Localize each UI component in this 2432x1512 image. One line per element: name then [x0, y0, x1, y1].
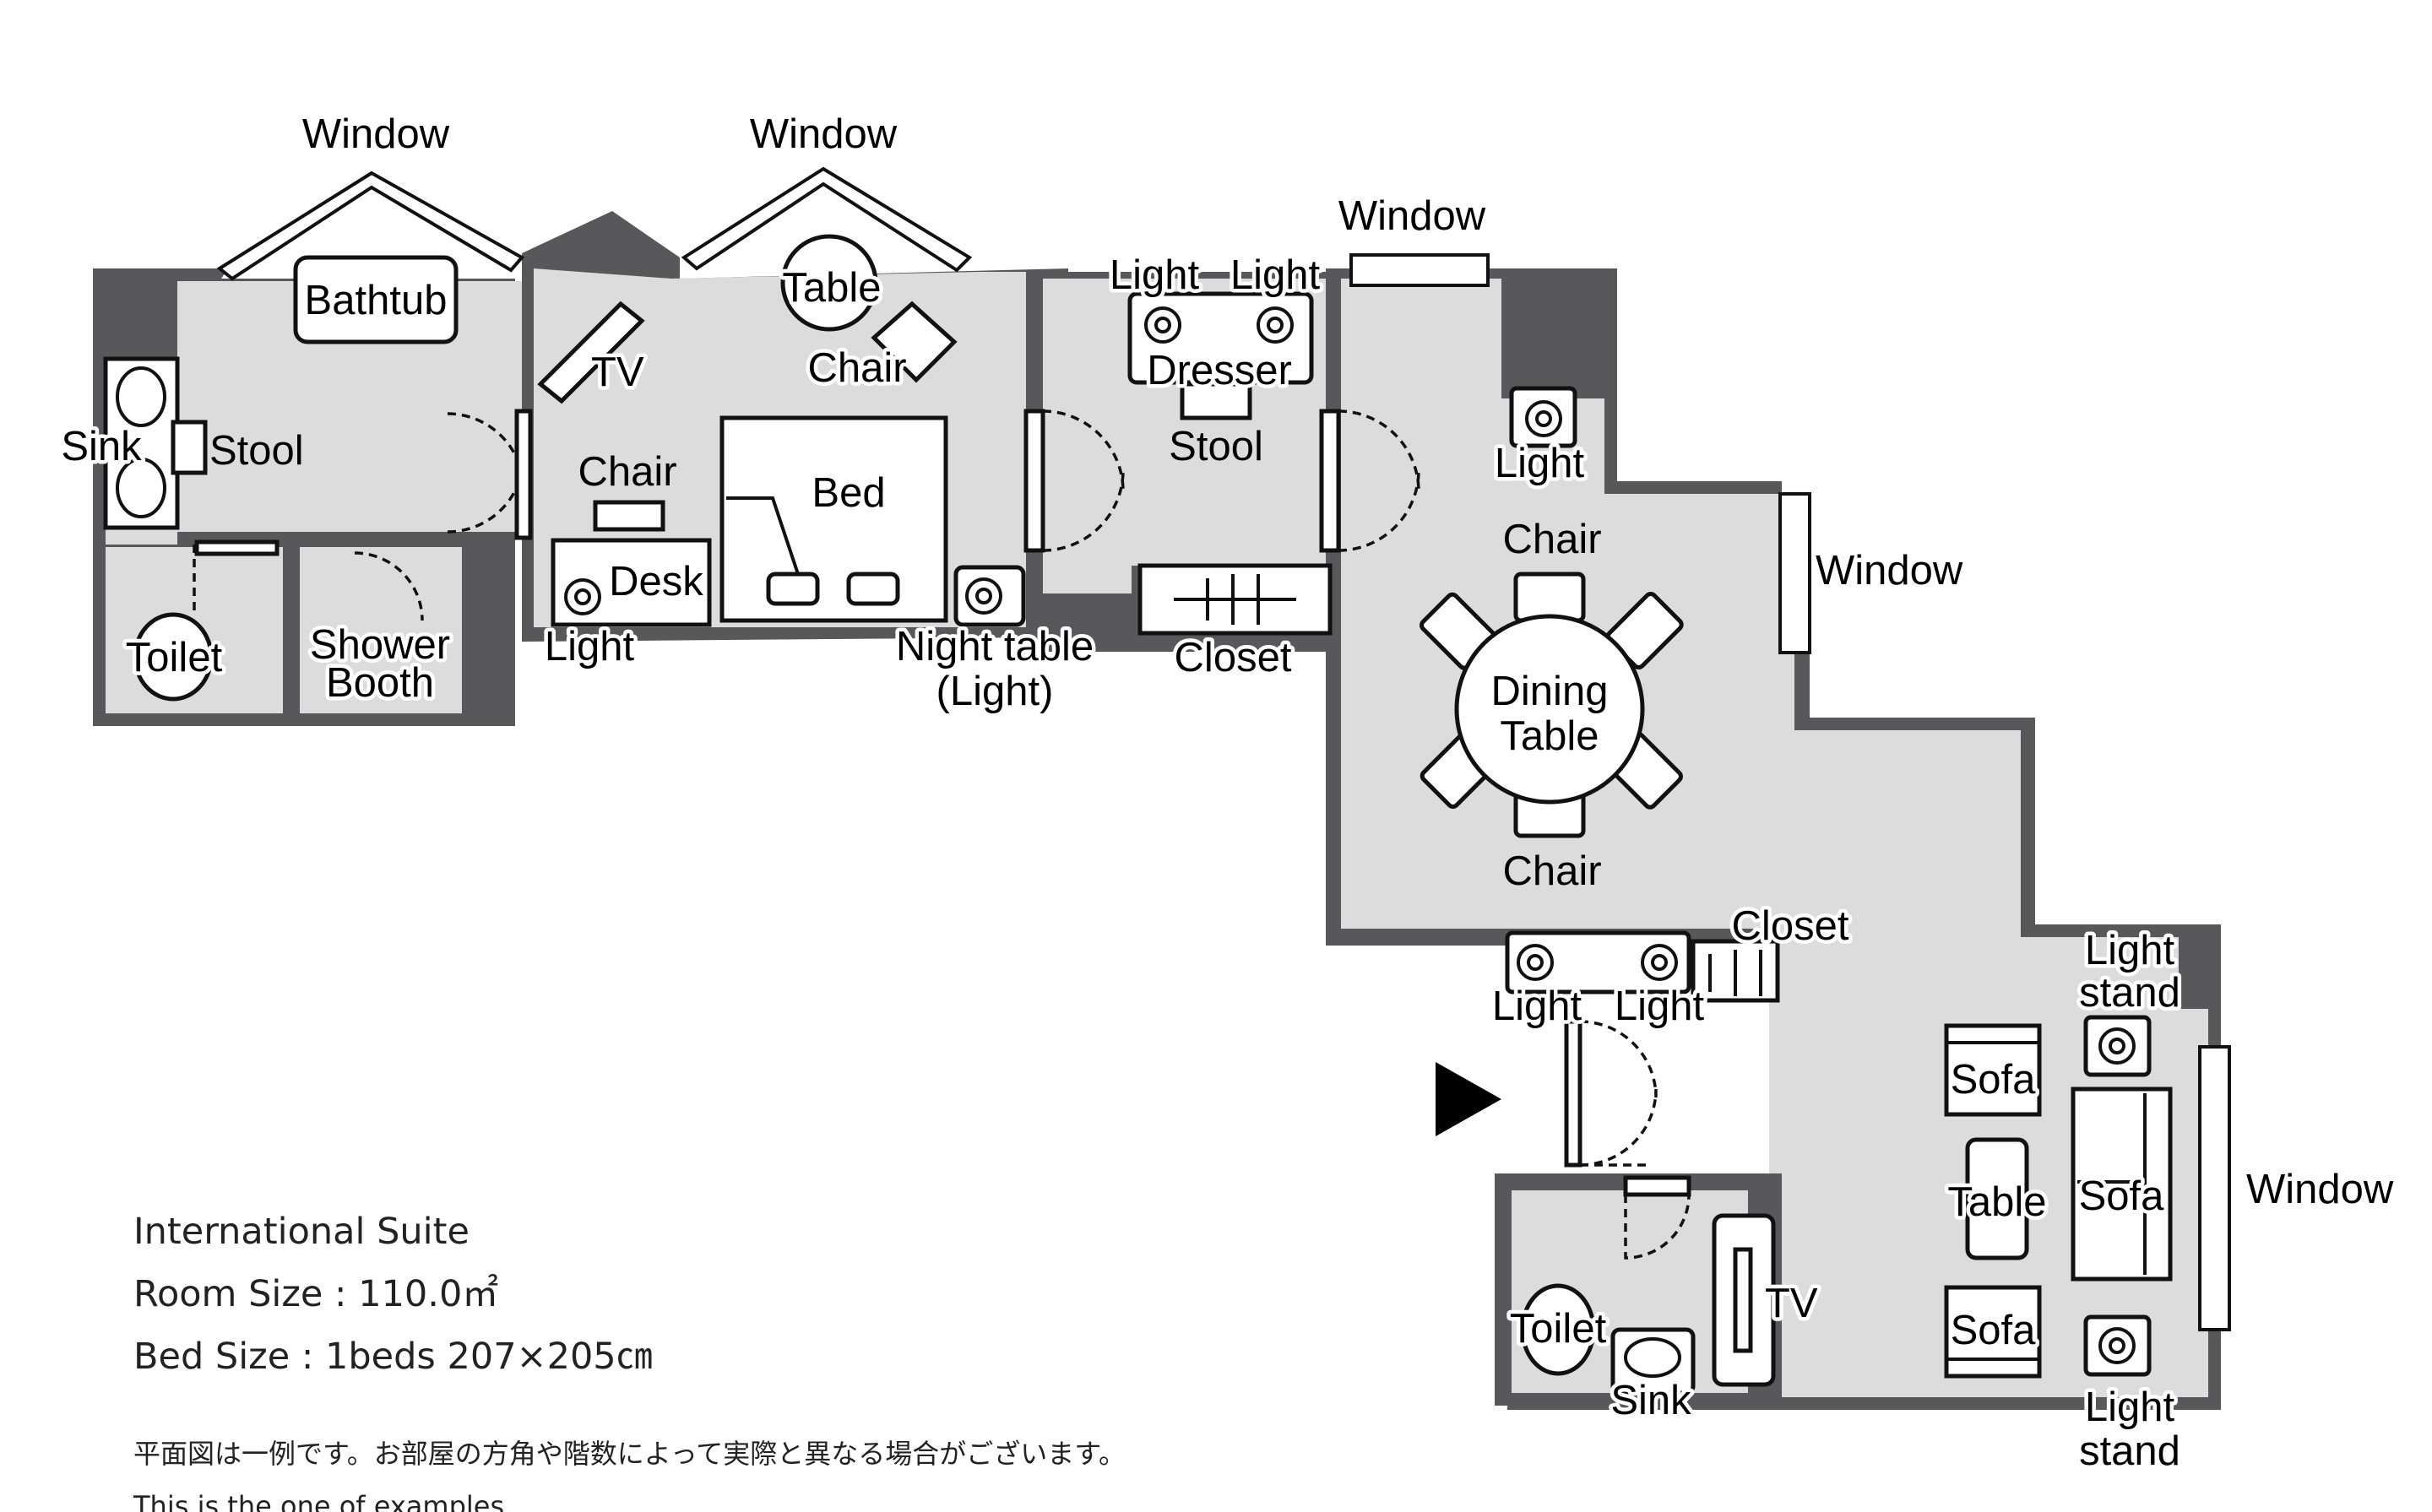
label-light-stand-bottom-2: stand — [2079, 1428, 2180, 1474]
stool-dresser — [1180, 382, 1252, 420]
label-closet-entry: Closet — [1732, 903, 1849, 949]
note-japanese: 平面図は一例です。お部屋の方角や階数によって実際と異なる場合がございます。 — [133, 1438, 1126, 1470]
label-sofa-top: Sofa — [1951, 1057, 2037, 1103]
chair-desk — [593, 500, 665, 532]
tv-bedroom — [537, 301, 645, 404]
label-sink-lower: Sink — [1610, 1378, 1691, 1423]
label-light-stand-top-1: Light — [2085, 928, 2175, 973]
room-info: International Suite Room Size : 110.0㎡ B… — [133, 1211, 1126, 1512]
label-shower-1: Shower — [310, 622, 450, 668]
label-chair-dining-bottom: Chair — [1502, 848, 1601, 894]
label-table-bedroom: Table — [782, 265, 881, 311]
windows — [216, 166, 2231, 1331]
label-light-dresser-left: Light — [1110, 252, 1200, 298]
label-window-bedroom: Window — [750, 111, 898, 157]
sofa-bottom — [1944, 1285, 2042, 1379]
label-closet-corridor: Closet — [1175, 635, 1292, 680]
label-night-table-light: (Light) — [936, 669, 1054, 714]
toilet-bath — [133, 612, 214, 702]
room-size: Room Size : 110.0㎡ — [133, 1273, 498, 1315]
label-chair-bedroom: Chair — [807, 345, 906, 391]
label-table-living: Table — [1947, 1179, 2046, 1225]
room-name: International Suite — [133, 1211, 470, 1253]
bed — [719, 415, 948, 623]
label-toilet-bath: Toilet — [126, 635, 223, 680]
label-chair-desk: Chair — [578, 449, 676, 495]
label-light-stand-bottom-1: Light — [2085, 1385, 2175, 1430]
label-light-entry-right: Light — [1615, 984, 1705, 1029]
sofa-right — [2071, 1087, 2173, 1282]
label-toilet-lower: Toilet — [1510, 1306, 1607, 1352]
note-english: This is the one of examples. — [133, 1490, 513, 1512]
label-window-bath: Window — [302, 111, 450, 157]
label-window-living: Window — [2246, 1167, 2394, 1212]
label-night-table: Night table — [896, 624, 1094, 669]
label-light-dresser-right: Light — [1230, 252, 1321, 298]
label-stool-bath: Stool — [209, 428, 304, 474]
light-stand-bottom — [2083, 1314, 2152, 1377]
label-bathtub: Bathtub — [305, 278, 448, 323]
label-desk: Desk — [609, 559, 703, 604]
label-stool-dresser: Stool — [1169, 424, 1263, 469]
label-window-right: Window — [1816, 548, 1963, 593]
table-bedroom — [780, 234, 878, 332]
label-light-desk: Light — [545, 624, 635, 669]
label-chair-dining-top: Chair — [1502, 517, 1601, 562]
bed-size: Bed Size : 1beds 207×205㎝ — [133, 1336, 653, 1378]
label-tv-living: TV — [1765, 1281, 1818, 1326]
bathtub — [293, 255, 459, 344]
label-light-stand-top-2: stand — [2079, 970, 2180, 1016]
label-dining-1: Dining — [1491, 669, 1609, 714]
light-dining — [1509, 386, 1577, 448]
label-light-dining: Light — [1495, 441, 1585, 486]
label-light-entry-left: Light — [1492, 984, 1582, 1029]
label-sofa-bottom: Sofa — [1951, 1308, 2037, 1353]
label-dining-2: Table — [1500, 713, 1599, 759]
stool-bath — [171, 420, 208, 475]
entrance-arrow — [1436, 1062, 1501, 1136]
dining-set — [1420, 572, 1684, 838]
entry-lights — [1505, 930, 1691, 994]
sofa-top — [1944, 1023, 2042, 1117]
wall-accents — [466, 272, 2221, 1009]
label-window-dining: Window — [1338, 193, 1486, 239]
furniture — [103, 234, 2173, 1406]
label-bed: Bed — [812, 470, 885, 516]
label-shower-2: Booth — [326, 660, 434, 706]
label-tv-bedroom: TV — [591, 350, 644, 395]
desk — [551, 538, 712, 627]
light-stand-top — [2083, 1015, 2152, 1077]
labels: Window Window Window Window Window Batht… — [57, 111, 2394, 1478]
label-dresser: Dresser — [1147, 348, 1292, 393]
toilet-lower — [1520, 1283, 1596, 1376]
chair-bedroom — [871, 301, 958, 383]
closet-corridor — [1137, 563, 1333, 636]
label-sink-bath: Sink — [61, 424, 142, 469]
label-sofa-right: Sofa — [2079, 1173, 2165, 1219]
table-living — [1965, 1137, 2029, 1260]
